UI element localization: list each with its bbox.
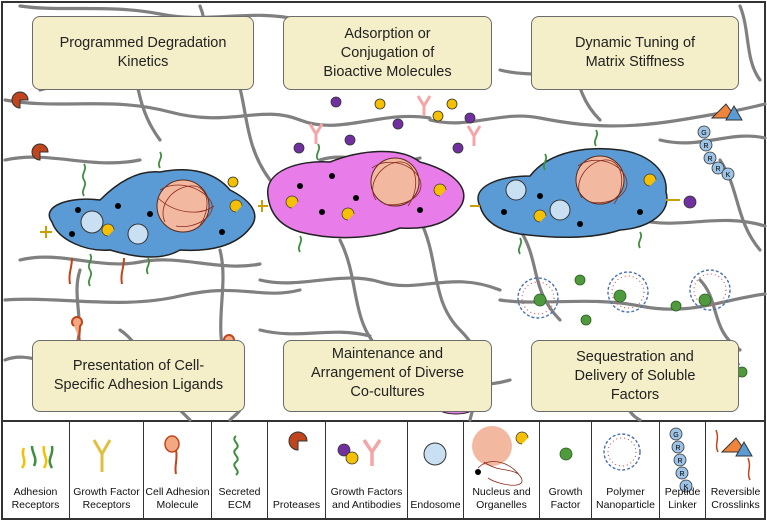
legend-label-line2: Molecule [156,499,199,511]
box-sequestration-line3: Factors [610,386,660,403]
adhesion-receptors-icon [20,445,54,469]
box-sequestration: Sequestration and Delivery of Soluble Fa… [531,340,739,412]
protease-icon [31,143,49,161]
polymer-nanoparticle-icon [603,433,641,471]
box-coculture-line3: Co-cultures [350,384,425,400]
crosslinks-right [710,103,743,121]
legend-label-line1: Peptide [664,486,701,498]
legend-proteases: Proteases [268,422,326,518]
box-sequestration-line2: Delivery of Soluble [574,367,696,384]
box-coculture-line1: Maintenance and [331,346,444,362]
box-presentation-line2: Specific Adhesion Ligands [53,377,224,393]
box-adsorption-line3: Bioactive Molecules [323,63,452,80]
protease-icon [11,91,29,109]
box-stiffness-line2: Matrix Stiffness [585,54,685,70]
cell-adhesion-molecule-icon [164,435,180,475]
legend-label-line2: Receptors [82,499,131,511]
pink-cell-center [267,150,465,239]
growth-factor-receptors-on-cells [40,199,680,238]
box-adsorption-line2: Conjugation of [340,44,435,61]
legend-label-line1: Growth [548,486,583,498]
legend-label-line1: Polymer [606,486,645,498]
legend-label-line1: Endosome [410,499,461,511]
legend-label-line1: Growth Factor [73,486,140,498]
box-presentation-line1: Presentation of Cell- [72,358,205,374]
legend-label-line2: Factor [550,499,581,511]
legend-label-line2: ECM [227,499,252,511]
legend-label-line1: Proteases [272,499,321,511]
legend-label-line2: Nanoparticle [596,499,655,511]
peptide-linker-icon [669,427,693,493]
box-adsorption-line1: Adsorption or [344,25,431,42]
bioactive-molecules [293,95,482,154]
blue-cell-right [477,147,668,239]
secreted-ecm-on-cells [81,129,643,287]
legend-label-line2: and Antibodies [332,499,401,511]
reversible-crosslinks-icon [715,429,753,481]
growth-factor-icon [559,447,573,461]
box-matrix-stiffness: Dynamic Tuning of Matrix Stiffness [531,16,739,90]
box-sequestration-line1: Sequestration and [576,348,694,365]
box-presentation-ligands: Presentation of Cell- Specific Adhesion … [32,340,245,412]
growth-factors-antibodies-icon [337,439,382,466]
legend-label-line1: Secreted [218,486,261,498]
legend-label-line2: Crosslinks [711,499,760,511]
endosome-icon [423,442,447,466]
legend-endosome: Endosome [408,422,464,518]
legend-label-line1: Cell Adhesion [145,486,210,498]
nucleus-organelles-icon [472,426,529,486]
box-coculture-line2: Arrangement of Diverse [310,365,465,381]
legend-icons [20,426,753,493]
box-stiffness-line1: Dynamic Tuning of [574,35,696,51]
cell-adhesion-molecules [68,257,125,285]
legend-label-line2: Receptors [11,499,60,511]
protease-icon [288,431,308,451]
legend-label-line1: Nucleus and [472,486,531,498]
legend-label-line2: Organelles [476,499,527,511]
legend-label-line1: Adhesion [13,486,58,498]
box-adsorption-conjugation: Adsorption or Conjugation of Bioactive M… [283,16,492,90]
adhesion-ligand-icon [71,316,83,341]
legend-label-line2: Linker [668,499,697,511]
growth-factor-receptor-icon [92,439,112,472]
box-programmed-degradation-text: Programmed Degradation Kinetics [59,35,227,70]
box-programmed-degradation: Programmed Degradation Kinetics [32,16,254,90]
legend-label-line1: Growth Factors [330,486,403,498]
peptide-linker-chain [697,125,735,181]
secreted-ecm-icon [233,435,239,476]
blue-cell-left [48,169,256,258]
legend-label-line1: Reversible [710,486,761,498]
box-co-cultures: Maintenance and Arrangement of Diverse C… [283,340,492,412]
